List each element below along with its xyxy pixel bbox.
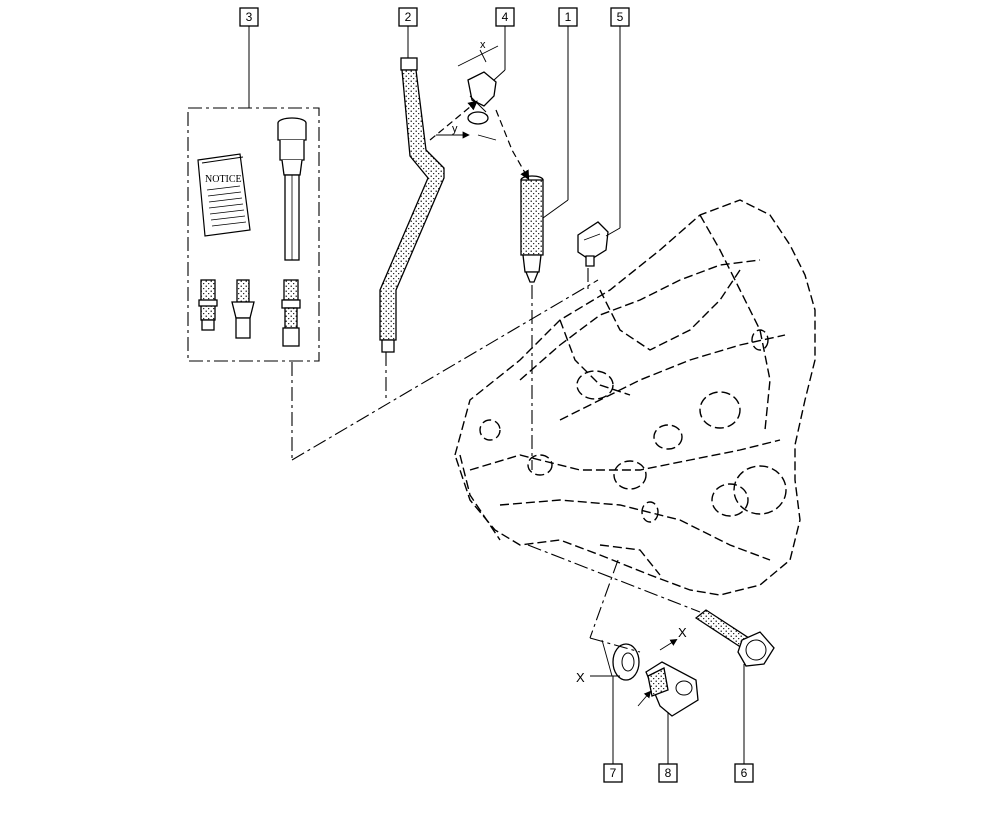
callout-number: 8 xyxy=(665,766,672,780)
assembly-lines xyxy=(291,268,701,653)
housing-bolt xyxy=(694,609,775,667)
dipstick-seal xyxy=(467,71,497,125)
callout-number: 2 xyxy=(405,10,412,24)
axis-label-y: y xyxy=(452,123,458,135)
dimension-marks: X X xyxy=(576,625,687,707)
callout-number: 6 xyxy=(741,766,748,780)
callout-number: 7 xyxy=(610,766,617,780)
leader-lines xyxy=(248,26,745,764)
adapter-1 xyxy=(198,279,218,331)
callout-5: 5 xyxy=(610,7,630,27)
pressure-switch xyxy=(577,221,609,267)
callout-1: 1 xyxy=(558,7,578,27)
kit-group-frame xyxy=(187,107,320,362)
dimension-label-x-plug: X xyxy=(678,625,687,640)
drain-plug xyxy=(645,661,699,717)
dipstick-guide-tube xyxy=(379,57,445,353)
gearbox-housing xyxy=(454,199,816,596)
axis-marks: x y xyxy=(429,39,499,141)
dimension-label-x-washer: X xyxy=(576,670,585,685)
adapter-3 xyxy=(281,279,301,347)
callout-3: 3 xyxy=(239,7,259,27)
notice-booklet: NOTICE xyxy=(197,153,251,237)
fill-tube-tool xyxy=(277,117,307,261)
callout-number: 1 xyxy=(565,10,572,24)
callout-number: 4 xyxy=(502,10,509,24)
sealing-washer xyxy=(612,643,640,681)
callout-number: 5 xyxy=(617,10,624,24)
callout-number: 3 xyxy=(246,10,253,24)
axis-label-x: x xyxy=(480,39,486,51)
callout-8: 8 xyxy=(658,763,678,783)
callout-2: 2 xyxy=(398,7,418,27)
callout-6: 6 xyxy=(734,763,754,783)
vent-tube-part xyxy=(520,175,544,283)
callout-4: 4 xyxy=(495,7,515,27)
callout-7: 7 xyxy=(603,763,623,783)
notice-label: NOTICE xyxy=(205,174,242,185)
adapter-2 xyxy=(231,279,255,339)
